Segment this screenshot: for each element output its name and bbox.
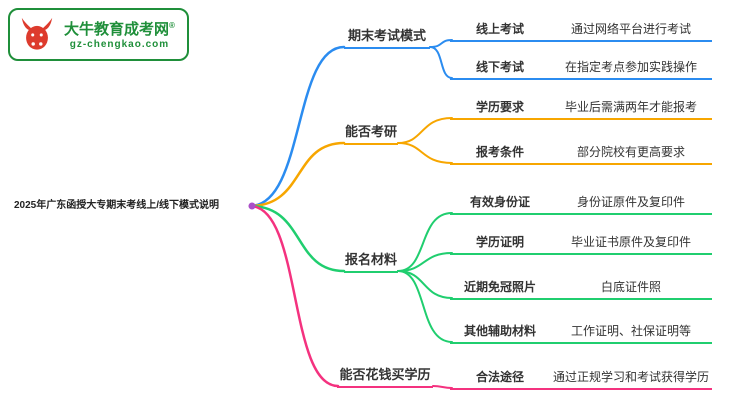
logo-text: 大牛教育成考网® gz-chengkao.com [64, 17, 175, 51]
connector-materials-photo [397, 270, 453, 299]
leaf-desc: 身份证原件及复印件 [576, 195, 685, 209]
connector-root-postgrad [248, 141, 346, 208]
leaf-row-photo: 近期免冠照片 白底证件照 [450, 280, 712, 300]
leaf-desc: 工作证明、社保证明等 [570, 324, 691, 338]
leaf-label: 线上考试 [475, 22, 524, 36]
leaf-label: 近期免冠照片 [463, 280, 536, 294]
leaf-row-valid-id: 有效身份证 身份证原件及复印件 [450, 195, 712, 215]
connector-materials-other [397, 270, 453, 343]
root-node-dot [248, 202, 256, 210]
branch-postgrad: 能否考研 [344, 124, 398, 145]
leaf-label: 报考条件 [475, 145, 524, 159]
leaf-label: 合法途径 [475, 370, 524, 384]
registered-mark: ® [169, 21, 175, 30]
brand-domain: gz-chengkao.com [69, 39, 170, 50]
connector-root-materials [248, 204, 346, 273]
bull-icon [21, 17, 53, 50]
connector-materials-id [397, 212, 453, 272]
connector-buydegree-legal [432, 385, 453, 389]
root-topic: 2025年广东函授大专期末考线上/线下模式说明 [14, 200, 220, 211]
connector-root-exam-mode [248, 45, 346, 208]
leaf-label: 学历要求 [475, 100, 524, 114]
leaf-row-legal-way: 合法途径 通过正规学习和考试获得学历 [450, 370, 712, 390]
branch-materials: 报名材料 [344, 252, 398, 273]
leaf-desc: 白底证件照 [600, 280, 661, 294]
leaf-row-online-exam: 线上考试 通过网络平台进行考试 [450, 22, 712, 42]
branch-exam-mode: 期末考试模式 [344, 28, 430, 49]
brand-name: 大牛教育成考网® [64, 21, 175, 38]
connector-root-buy-degree [248, 204, 340, 388]
leaf-label: 其他辅助材料 [463, 324, 536, 338]
leaf-row-apply-condition: 报考条件 部分院校有更高要求 [450, 145, 712, 165]
leaf-desc: 毕业证书原件及复印件 [570, 235, 691, 249]
leaf-row-edu-proof: 学历证明 毕业证书原件及复印件 [450, 235, 712, 255]
leaf-label: 线下考试 [475, 60, 524, 74]
leaf-row-other-materials: 其他辅助材料 工作证明、社保证明等 [450, 324, 712, 344]
leaf-desc: 在指定考点参加实践操作 [564, 60, 697, 74]
leaf-desc: 毕业后需满两年才能报考 [564, 100, 697, 114]
connector-materials-diploma [397, 252, 453, 272]
site-logo: 大牛教育成考网® gz-chengkao.com [8, 8, 189, 61]
leaf-label: 有效身份证 [469, 195, 530, 209]
connector-exam-offline [429, 46, 453, 79]
leaf-desc: 通过网络平台进行考试 [570, 22, 691, 36]
leaf-desc: 部分院校有更高要求 [576, 145, 685, 159]
connector-postgrad-requirement [397, 117, 453, 144]
leaf-desc: 通过正规学习和考试获得学历 [552, 370, 709, 384]
connector-postgrad-condition [397, 142, 453, 164]
leaf-label: 学历证明 [475, 235, 524, 249]
leaf-row-offline-exam: 线下考试 在指定考点参加实践操作 [450, 60, 712, 80]
leaf-row-edu-requirement: 学历要求 毕业后需满两年才能报考 [450, 100, 712, 120]
branch-buy-degree: 能否花钱买学历 [337, 367, 433, 388]
connector-exam-online [429, 39, 453, 48]
